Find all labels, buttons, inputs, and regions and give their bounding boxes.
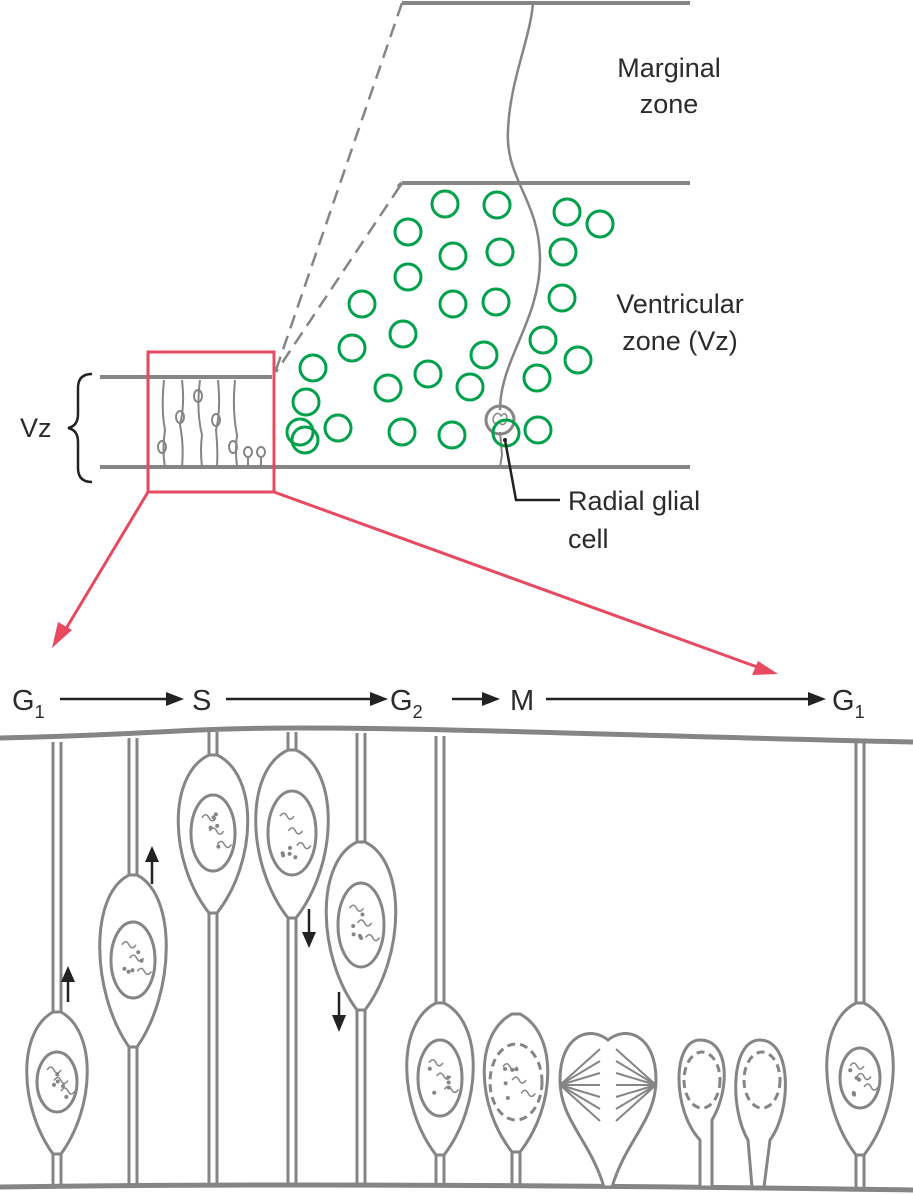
- progenitor-cell: [550, 239, 576, 265]
- neuroepithelial-cell: [256, 732, 329, 1187]
- progenitor-cell: [292, 427, 318, 453]
- progenitor-cell: [339, 335, 365, 361]
- arrow-up-icon: [145, 846, 159, 884]
- progenitor-cell: [432, 191, 458, 217]
- progenitor-cell: [349, 291, 375, 317]
- arrow-up-icon: [61, 966, 75, 1002]
- progenitor-cell: [587, 211, 613, 237]
- ventricular-zone-label-line1: Ventricular: [616, 289, 744, 319]
- progenitor-cell: [293, 389, 319, 415]
- ventricular-zone-label-line2: zone (Vz): [622, 326, 738, 356]
- neuroepithelial-cell: [407, 736, 474, 1187]
- progenitor-cells: [287, 191, 613, 453]
- radial-glial-label-line1: Radial glial: [568, 486, 700, 516]
- phase-s: S: [192, 685, 211, 717]
- progenitor-cell: [565, 347, 591, 373]
- progenitor-cell: [300, 355, 326, 381]
- neuroepithelial-cell: [178, 732, 248, 1187]
- progenitor-cell: [375, 375, 401, 401]
- progenitor-cell: [440, 243, 466, 269]
- progenitor-cell: [395, 264, 421, 290]
- phase-m: M: [510, 685, 534, 717]
- phase-g1-start: G1: [12, 685, 45, 722]
- marginal-zone-label-line1: Marginal: [617, 53, 721, 83]
- vz-inset-cells: [158, 380, 265, 467]
- progenitor-cell: [484, 192, 510, 218]
- zoom-dash-line-2: [276, 186, 400, 372]
- neuroepithelial-cell: [27, 742, 88, 1187]
- progenitor-cell: [524, 365, 550, 391]
- progenitor-cell: [390, 321, 416, 347]
- progenitor-cell: [483, 289, 509, 315]
- vz-highlight-box: [148, 352, 274, 492]
- cell-cycle-sequence: G1 S G2 M G1: [12, 685, 865, 722]
- expansion-arrows: [52, 492, 778, 675]
- progenitor-cell: [395, 219, 421, 245]
- phase-g2: G2: [390, 685, 423, 722]
- progenitor-cell: [325, 415, 351, 441]
- progenitor-cell: [530, 327, 556, 353]
- progenitor-cell: [471, 342, 497, 368]
- radial-glial-label-line2: cell: [568, 524, 609, 554]
- neuroepithelial-cells: [27, 732, 894, 1188]
- daughter-cells: [679, 1040, 785, 1187]
- progenitor-cell: [487, 239, 513, 265]
- radial-glial-leader-line: [505, 440, 560, 500]
- neuroepithelial-cell: [100, 738, 167, 1187]
- progenitor-cell: [439, 422, 465, 448]
- vz-brace: [68, 374, 92, 482]
- arrow-down-icon: [302, 909, 316, 948]
- progenitor-cell: [554, 199, 580, 225]
- phase-g1-end: G1: [832, 685, 865, 722]
- progenitor-cell: [549, 285, 575, 311]
- progenitor-cell: [389, 419, 415, 445]
- progenitor-cell: [525, 417, 551, 443]
- arrow-down-icon: [332, 992, 346, 1032]
- neuroepithelial-cell: [326, 733, 396, 1187]
- progenitor-cell: [440, 291, 466, 317]
- neuroepithelial-cell: [484, 1014, 548, 1187]
- marginal-zone-label-line2: zone: [640, 89, 699, 119]
- neuroepithelial-cell: [827, 742, 894, 1188]
- progenitor-cell: [415, 361, 441, 387]
- mitotic-cell: [560, 1033, 656, 1187]
- zoom-dash-line-1: [276, 3, 402, 370]
- progenitor-cell: [457, 374, 483, 400]
- vz-label: Vz: [20, 413, 52, 443]
